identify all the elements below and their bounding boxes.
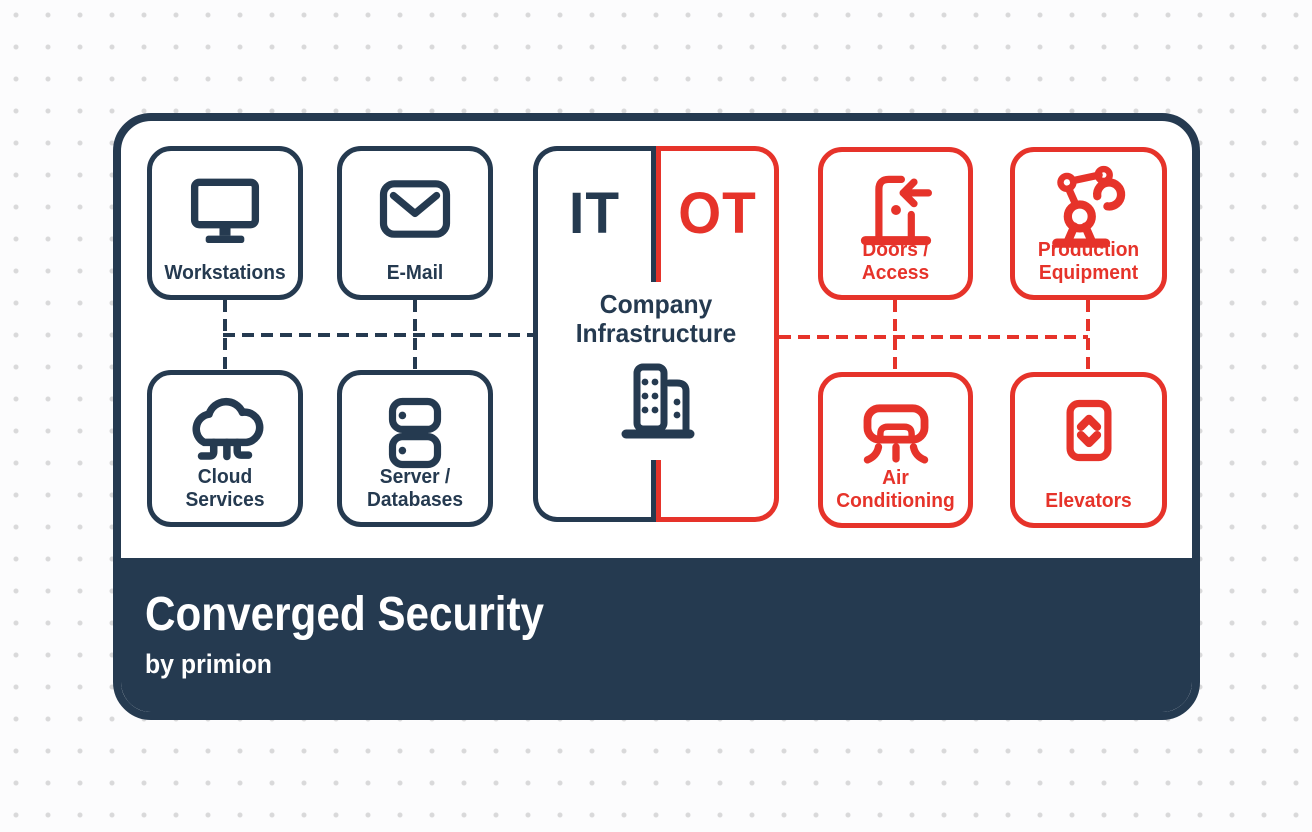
elevators-box: Elevators (1010, 372, 1167, 528)
footer-title: Converged Security (145, 588, 545, 641)
elevators-label: Elevators (1045, 489, 1132, 512)
air-conditioning-box: Air Conditioning (818, 372, 973, 528)
door-access-icon (851, 164, 941, 256)
email-server-connector (413, 300, 417, 370)
email-box: E-Mail (337, 146, 493, 300)
doors-ac-connector (893, 300, 897, 372)
it-label: IT (569, 180, 620, 246)
workstations-cloud-connector (223, 300, 227, 370)
cloud-services-box: Cloud Services (147, 370, 303, 527)
email-label: E-Mail (386, 261, 444, 284)
elevator-icon (1044, 389, 1134, 481)
server-stack-icon (370, 387, 460, 479)
robot-arm-icon (1043, 164, 1135, 256)
workstations-box: Workstations (147, 146, 303, 300)
it-half-border (533, 146, 656, 522)
ot-horizontal-connector (779, 335, 1088, 339)
footer-banner: Converged Security by primion (121, 558, 1192, 712)
office-building-icon (606, 354, 706, 454)
air-conditioning-label: Air Conditioning (836, 467, 955, 512)
ot-label: OT (678, 180, 757, 246)
production-elevators-connector (1086, 300, 1090, 372)
company-infrastructure-box: IT OT Company Infrastructure (533, 146, 779, 522)
server-databases-box: Server / Databases (337, 370, 493, 527)
ot-half-border (656, 146, 779, 522)
it-ot-divider-bottom (651, 460, 661, 520)
converged-security-card: Workstations E-Mail Cloud Services (113, 113, 1200, 720)
footer-subtitle: by primion (145, 649, 272, 679)
server-databases-label: Server / Databases (366, 466, 464, 511)
company-infrastructure-label: Company Infrastructure (575, 289, 737, 349)
it-horizontal-connector (223, 333, 533, 337)
doors-access-box: Doors / Access (818, 147, 973, 300)
air-conditioner-icon (850, 389, 942, 481)
envelope-icon (370, 163, 460, 255)
workstations-label: Workstations (164, 261, 286, 284)
production-equipment-label: Production Equipment (1037, 239, 1140, 284)
monitor-icon (179, 163, 271, 255)
it-ot-divider-top (651, 146, 661, 282)
cloud-icon (178, 387, 272, 479)
cloud-services-label: Cloud Services (185, 466, 265, 511)
doors-access-label: Doors / Access (861, 239, 930, 284)
it-ot-row: IT OT (533, 176, 779, 250)
production-equipment-box: Production Equipment (1010, 147, 1167, 300)
